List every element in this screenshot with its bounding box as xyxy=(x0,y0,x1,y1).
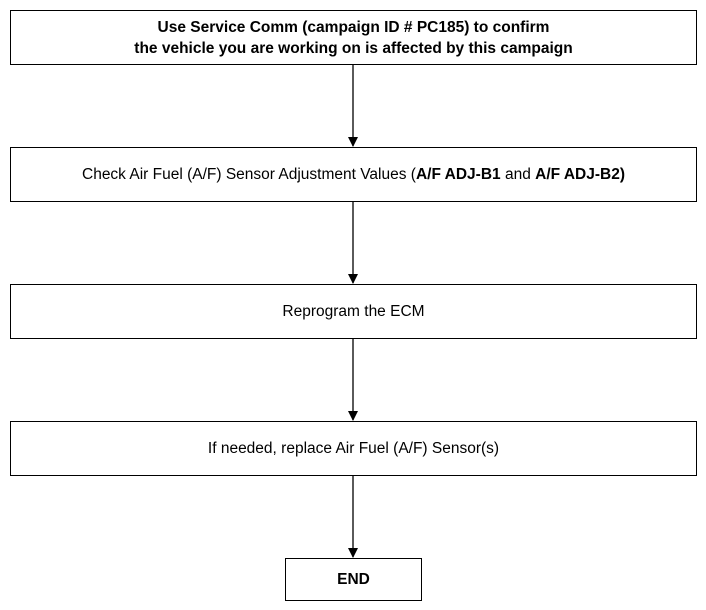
end-box: END xyxy=(285,558,422,601)
step-check-af-values: Check Air Fuel (A/F) Sensor Adjustment V… xyxy=(10,147,697,202)
end-text: END xyxy=(337,571,370,588)
step-replace-sensor: If needed, replace Air Fuel (A/F) Sensor… xyxy=(10,421,697,476)
step-replace-text: If needed, replace Air Fuel (A/F) Sensor… xyxy=(207,440,500,457)
step-check-value-b1: A/F ADJ-B1 xyxy=(415,166,501,183)
step-confirm-campaign: Use Service Comm (campaign ID # PC185) t… xyxy=(10,10,697,65)
step-confirm-line2: the vehicle you are working on is affect… xyxy=(134,39,573,57)
step-confirm-line1: Use Service Comm (campaign ID # PC185) t… xyxy=(157,18,550,36)
step-check-conjunction: and xyxy=(500,166,536,183)
step-check-value-b2: A/F ADJ-B2) xyxy=(535,166,625,183)
arrowhead xyxy=(348,274,358,284)
arrowhead xyxy=(348,137,358,147)
step-check-text: Check Air Fuel (A/F) Sensor Adjustment V… xyxy=(82,164,625,185)
arrowhead xyxy=(348,411,358,421)
step-reprogram-text: Reprogram the ECM xyxy=(282,303,425,320)
arrowhead xyxy=(348,548,358,558)
step-check-prefix: Check Air Fuel (A/F) Sensor Adjustment V… xyxy=(82,166,416,183)
step-reprogram-ecm: Reprogram the ECM xyxy=(10,284,697,339)
